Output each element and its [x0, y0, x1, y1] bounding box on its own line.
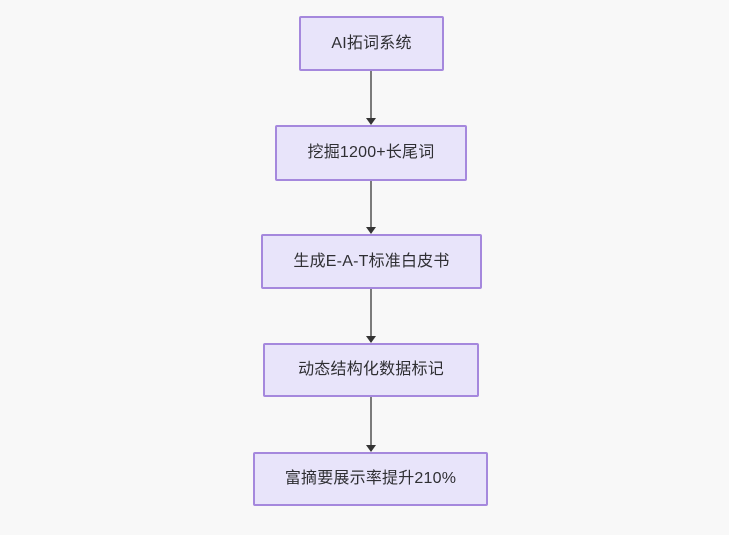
arrowhead-icon — [366, 118, 376, 125]
flow-node-label: 生成E-A-T标准白皮书 — [293, 252, 450, 270]
edge-line — [370, 397, 372, 446]
edge-system-to-mining — [361, 71, 381, 125]
flow-node-ai-keyword-expansion-system[interactable]: AI拓词系统 — [299, 16, 444, 71]
flow-node-label: AI拓词系统 — [331, 34, 412, 52]
flow-node-label: 挖掘1200+长尾词 — [307, 144, 435, 161]
edge-mining-to-whitepaper — [361, 181, 381, 234]
arrowhead-icon — [366, 336, 376, 343]
arrowhead-icon — [366, 445, 376, 452]
edge-markup-to-snippet — [361, 397, 381, 452]
edge-line — [370, 289, 372, 337]
flow-node-rich-snippet-impression-lift[interactable]: 富摘要展示率提升210% — [253, 452, 488, 506]
flow-node-mine-longtail-keywords[interactable]: 挖掘1200+长尾词 — [275, 125, 467, 181]
arrowhead-icon — [366, 227, 376, 234]
flow-node-label: 动态结构化数据标记 — [298, 361, 444, 378]
flow-node-dynamic-structured-data-markup[interactable]: 动态结构化数据标记 — [263, 343, 479, 397]
edge-line — [370, 71, 372, 119]
edge-line — [370, 181, 372, 228]
edge-whitepaper-to-markup — [361, 289, 381, 343]
flow-node-label: 富摘要展示率提升210% — [284, 470, 457, 487]
flow-node-generate-eat-whitepaper[interactable]: 生成E-A-T标准白皮书 — [261, 234, 482, 289]
